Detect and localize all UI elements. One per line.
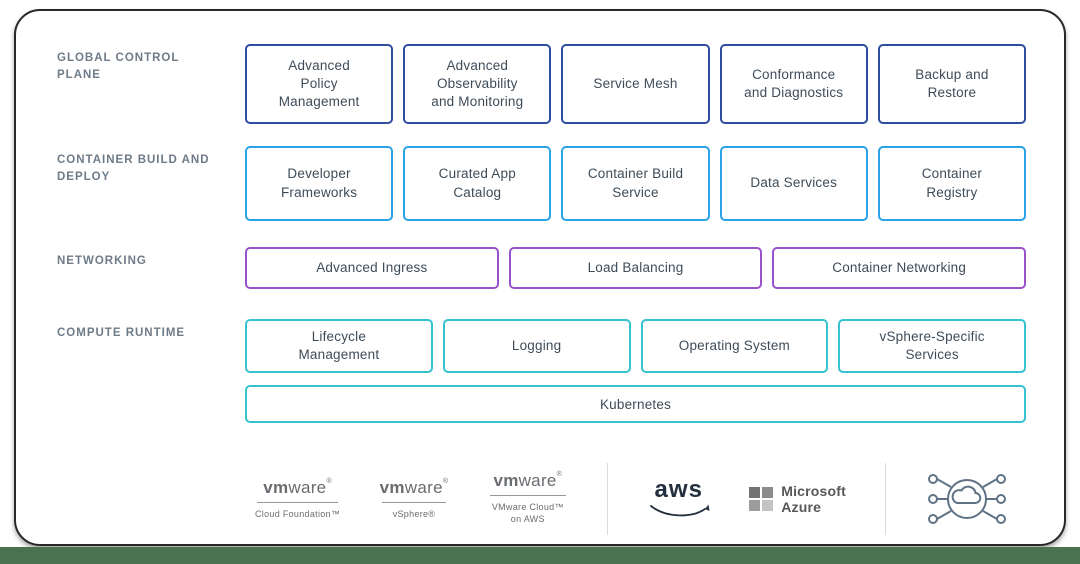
footer-vertical-divider [885,463,887,535]
component-label: Backup and Restore [915,66,989,100]
component-box-load-balancing: Load Balancing [508,247,763,289]
component-label: Data Services [750,175,838,191]
footer-vertical-divider [607,463,609,535]
cloud-network-icon [927,474,1006,524]
row-container-build-deploy: Developer Frameworks Curated App Catalog… [245,146,1027,221]
vmware-product-name: Cloud Foundation™ [255,508,341,519]
section-label-global-control-plane: GLOBAL CONTROL PLANE [57,44,245,85]
component-label: Operating System [678,337,790,353]
component-label: Curated App Catalog [438,166,516,200]
component-label: Developer Frameworks [280,166,358,200]
component-label: Advanced Ingress [316,259,428,275]
aws-logo: aws [648,476,710,519]
component-label: Conformance and Diagnostics [744,66,844,100]
azure-text: Azure [781,499,822,515]
component-label: Load Balancing [587,259,684,275]
component-label: Advanced Observability and Monitoring [431,57,524,110]
component-label: vSphere-Specific Services [879,328,985,362]
microsoft-azure-wordmark: Microsoft Azure [781,483,846,515]
logo-divider-rule [257,501,339,503]
section-label-text: CONTAINER BUILD AND DEPLOY [57,154,210,184]
vmware-wordmark: vmware® [255,478,340,498]
registered-mark: ® [442,477,449,485]
vmware-product-name: vSphere® [392,508,436,519]
component-label: Container Networking [832,259,967,275]
microsoft-azure-logo: Microsoft Azure [749,483,846,515]
section-global-control-plane: GLOBAL CONTROL PLANE Advanced Policy Man… [57,44,1027,124]
aws-smile-icon [649,504,710,517]
component-box-service-mesh: Service Mesh [561,44,710,124]
section-label-text: COMPUTE RUNTIME [57,327,186,339]
section-networking: NETWORKING Advanced Ingress Load Balanci… [57,247,1027,289]
section-label-container-build-deploy: CONTAINER BUILD AND DEPLOY [57,146,245,187]
registered-mark: ® [326,477,332,485]
component-box-advanced-policy-management: Advanced Policy Management [245,44,394,124]
partner-logos-footer: vmware® Cloud Foundation™ vmware® vSpher… [245,459,1026,539]
microsoft-squares-icon [749,487,774,511]
section-label-networking: NETWORKING [57,247,245,270]
logo-divider-rule [489,494,566,496]
vmware-wordmark-rest: ware [518,470,557,490]
component-box-developer-frameworks: Developer Frameworks [245,146,394,221]
component-box-backup-restore: Backup and Restore [877,44,1027,124]
component-label: Container Build Service [587,166,684,200]
vmware-cloud-on-aws-logo: vmware® VMware Cloud™ on AWS [488,471,568,528]
row-compute-runtime: Lifecycle Management Logging Operating S… [245,319,1026,373]
component-box-operating-system: Operating System [640,319,829,373]
component-box-lifecycle-management: Lifecycle Management [245,319,433,373]
component-label: Advanced Policy Management [278,57,360,110]
registered-mark: ® [556,470,563,478]
component-box-advanced-observability-monitoring: Advanced Observability and Monitoring [403,44,552,124]
component-box-vsphere-specific-services: vSphere-Specific Services [838,319,1026,373]
component-box-kubernetes: Kubernetes [245,385,1026,423]
section-container-build-deploy: CONTAINER BUILD AND DEPLOY Developer Fra… [57,146,1027,221]
component-box-data-services: Data Services [719,146,868,221]
component-box-container-registry: Container Registry [877,146,1027,221]
vmware-wordmark-bold: vm [379,477,405,497]
component-label: Container Registry [921,166,983,200]
vmware-wordmark: vmware® [488,471,568,491]
component-label: Service Mesh [593,75,678,91]
component-label: Lifecycle Management [298,328,380,362]
vmware-wordmark: vmware® [380,478,449,498]
aws-wordmark: aws [654,476,703,504]
row-networking: Advanced Ingress Load Balancing Containe… [245,247,1027,289]
component-box-conformance-diagnostics: Conformance and Diagnostics [719,44,868,124]
section-label-text: NETWORKING [57,255,147,267]
vmware-vsphere-logo: vmware® vSphere® [380,478,449,521]
component-box-curated-app-catalog: Curated App Catalog [403,146,552,221]
vmware-wordmark-rest: ware [288,477,327,497]
logo-divider-rule [381,501,447,503]
component-box-advanced-ingress: Advanced Ingress [245,247,499,289]
microsoft-text: Microsoft [781,482,847,499]
vmware-wordmark-bold: vm [263,477,289,497]
component-label: Kubernetes [599,396,672,412]
component-label: Logging [511,337,562,353]
row-global-control-plane: Advanced Policy Management Advanced Obse… [245,44,1027,124]
diagram-card: GLOBAL CONTROL PLANE Advanced Policy Man… [14,9,1066,546]
bottom-accent-bar [0,547,1080,564]
vmware-product-name: VMware Cloud™ on AWS [491,501,564,525]
vmware-wordmark-rest: ware [404,477,443,497]
section-label-text: GLOBAL CONTROL PLANE [57,52,180,82]
section-compute-runtime: COMPUTE RUNTIME Lifecycle Management Log… [57,319,1026,373]
vmware-cloud-foundation-logo: vmware® Cloud Foundation™ [255,478,340,521]
vmware-wordmark-bold: vm [493,470,519,490]
component-box-logging: Logging [442,319,631,373]
component-box-container-networking: Container Networking [772,247,1027,289]
section-label-compute-runtime: COMPUTE RUNTIME [57,319,245,342]
component-box-container-build-service: Container Build Service [561,146,710,221]
